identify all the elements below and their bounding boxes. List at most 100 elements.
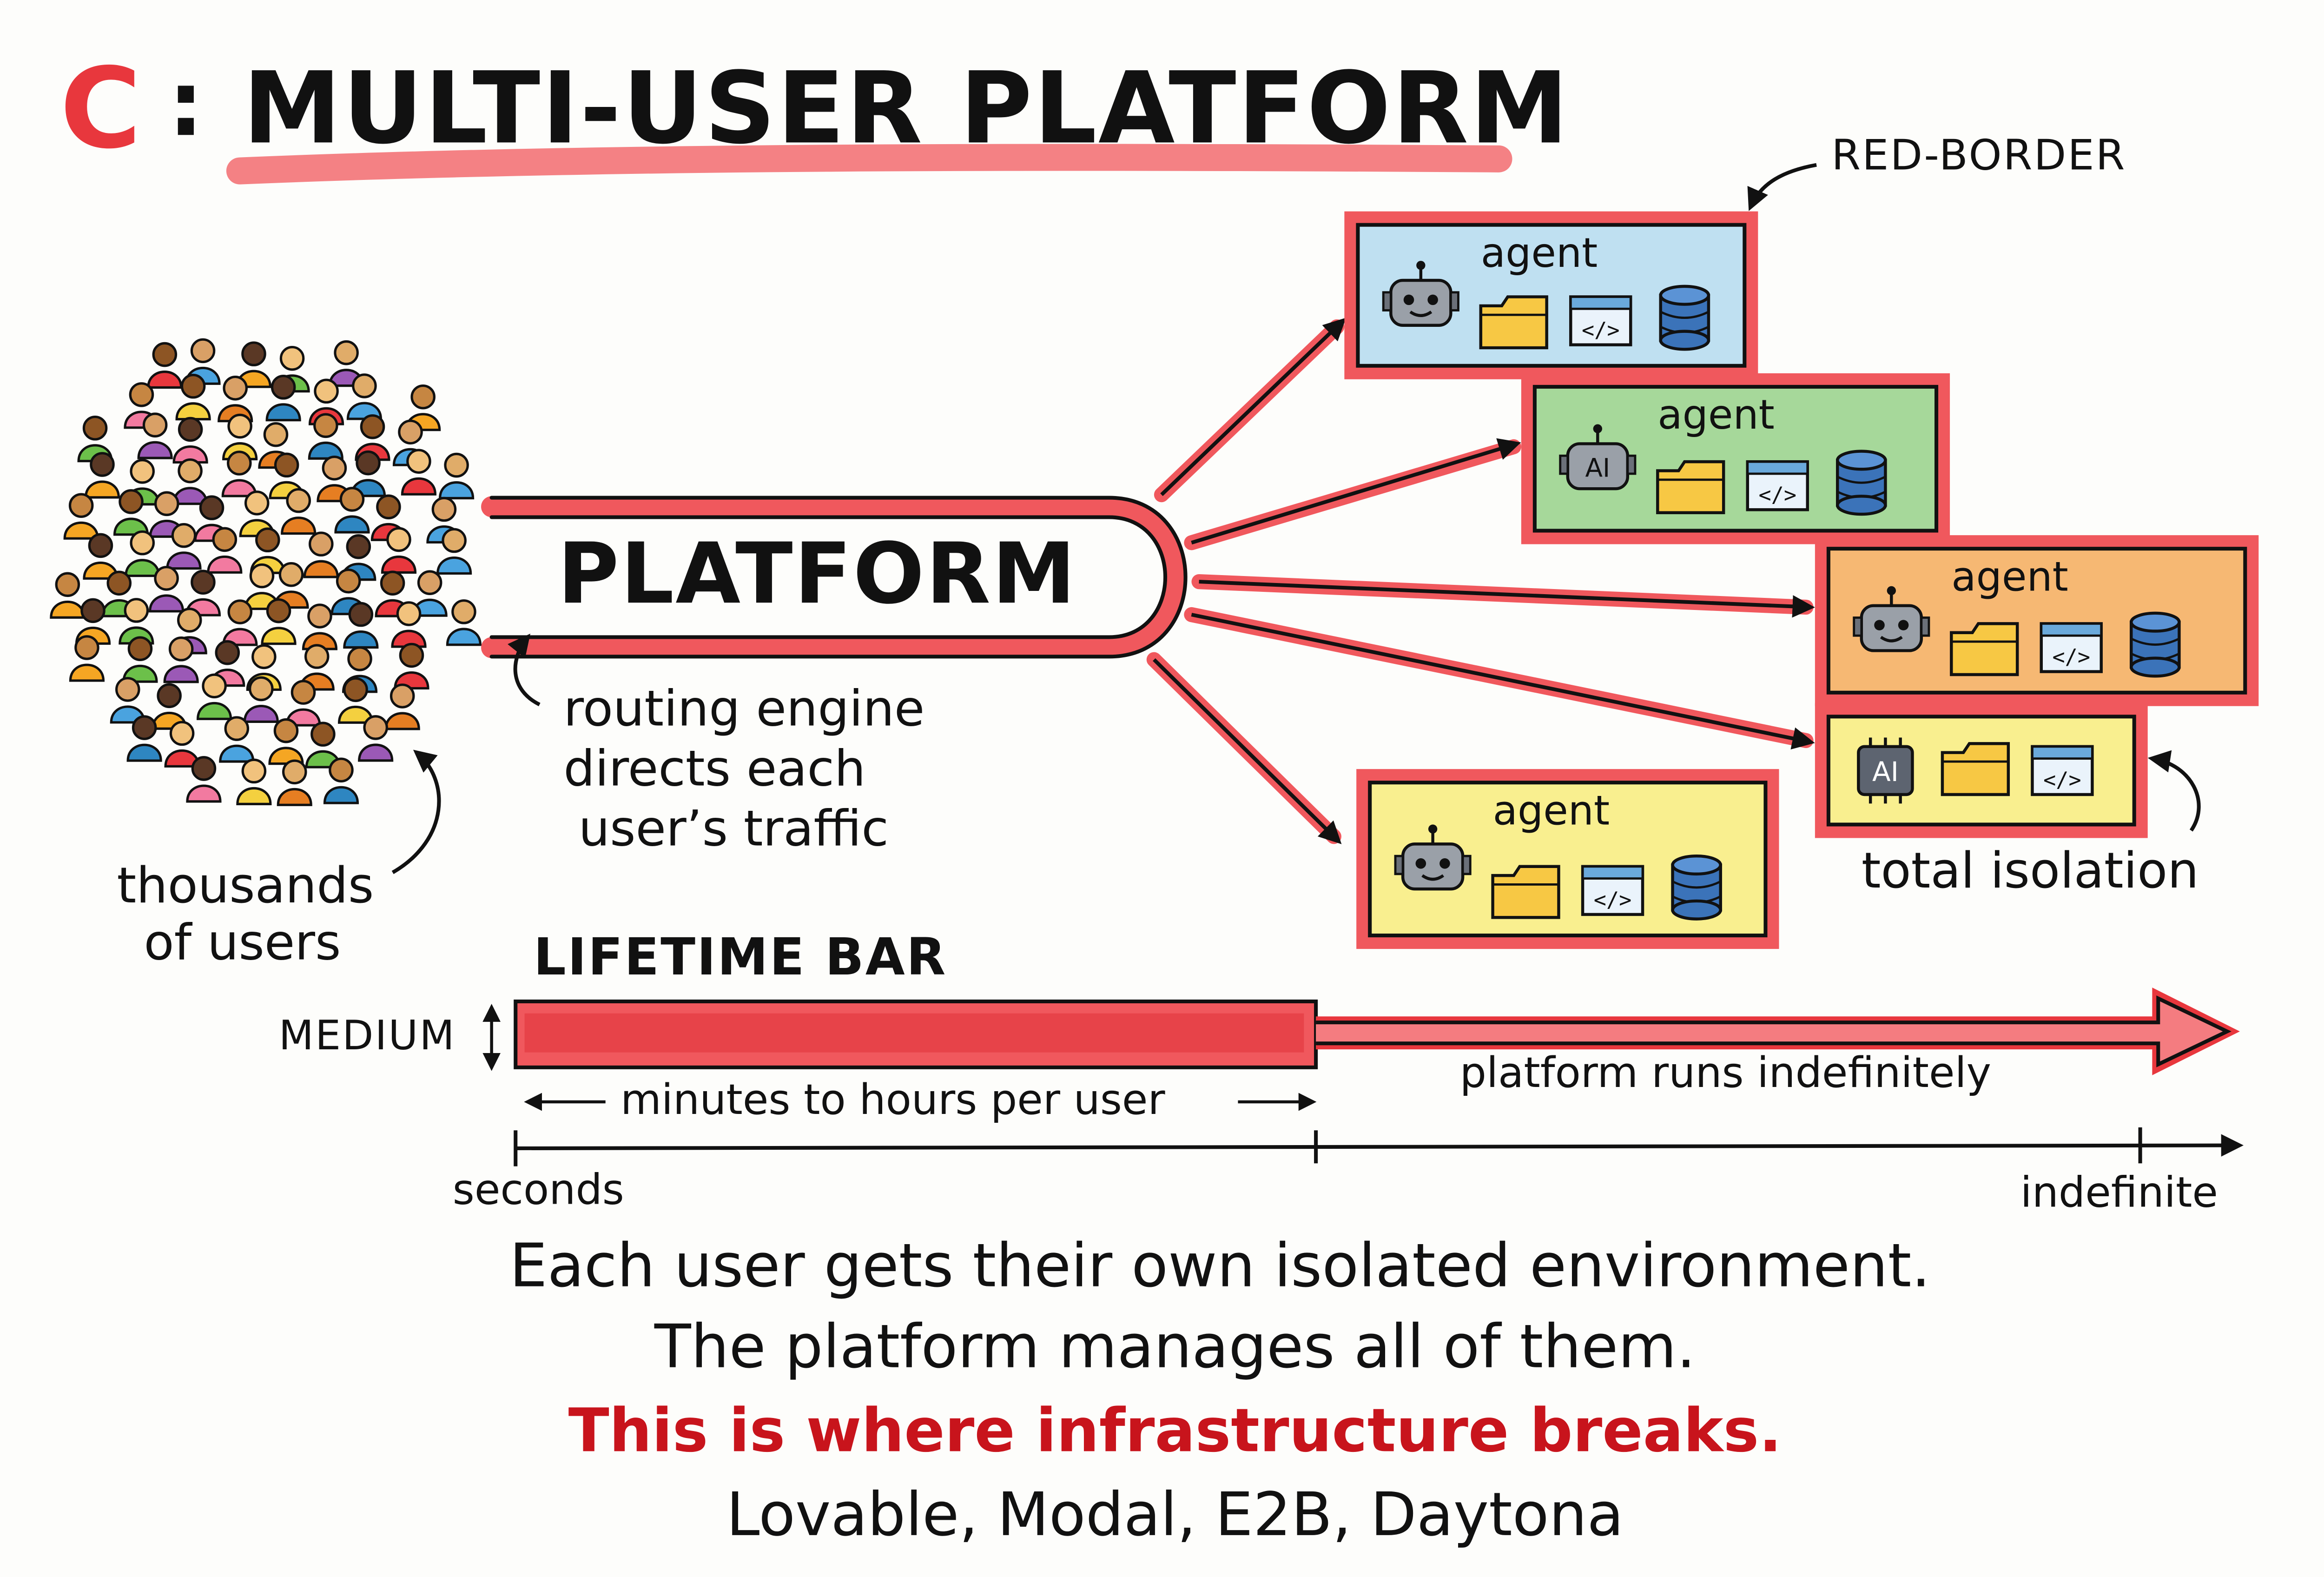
border-note-arrow [1747, 163, 1817, 211]
folder-icon [1941, 742, 2010, 796]
border-note: RED-BORDER [1831, 130, 2126, 180]
title-separator: : [168, 52, 204, 158]
database-icon [1659, 285, 1710, 351]
user-person-icon [126, 715, 162, 762]
routing-note-arrow [507, 633, 541, 707]
user-person-icon [323, 757, 359, 804]
user-person-icon [218, 375, 253, 423]
users-label-line2: of users [144, 913, 341, 972]
user-person-icon [277, 759, 312, 806]
user-person-icon [110, 677, 145, 724]
user-person-icon [77, 416, 113, 463]
user-person-icon [243, 676, 279, 723]
lifetime-bar [482, 987, 2244, 1166]
agent-box: AI </> [1815, 703, 2148, 838]
agent-box: </> [1344, 211, 1758, 379]
svg-text:AI: AI [1872, 756, 1899, 788]
routing-note-line1: routing engine [563, 679, 925, 738]
user-person-icon [308, 413, 343, 460]
user-span-label: minutes to hours per user [620, 1074, 1165, 1125]
database-icon [1836, 450, 1887, 516]
user-person-icon [436, 528, 472, 575]
svg-text:AI: AI [1585, 453, 1610, 483]
user-person-icon [113, 489, 149, 536]
agent-label: agent [1657, 392, 1775, 439]
user-person-icon [185, 570, 221, 616]
routing-note-line3: user’s traffic [578, 799, 889, 858]
user-person-icon [381, 527, 417, 574]
isolation-note-arrow [2147, 750, 2201, 832]
title-underline [226, 144, 1512, 185]
folder-icon [1656, 460, 1725, 515]
page-title: MULTI-USER PLATFORM [243, 51, 1570, 166]
axis-start-label: seconds [452, 1165, 624, 1214]
platform-span-label: platform runs indefinitely [1459, 1047, 1992, 1098]
code-window-icon: </> [2031, 745, 2094, 796]
user-person-icon [147, 342, 183, 389]
user-person-icon [137, 412, 173, 459]
robot-icon [1394, 824, 1472, 891]
user-crowd [50, 338, 482, 806]
code-window-icon: </> [1581, 865, 1644, 916]
users-note-arrow [391, 749, 441, 875]
user-person-icon [84, 452, 120, 499]
summary-line3: This is where infrastructure breaks. [568, 1397, 1782, 1466]
users-label-line1: thousands [117, 856, 374, 914]
user-person-icon [163, 636, 199, 683]
svg-text:</>: </> [1758, 483, 1796, 507]
agent-boxes: </> AI </> </> </> AI </> [1344, 211, 2259, 949]
user-person-icon [391, 601, 427, 648]
folder-icon [1491, 865, 1560, 919]
robot-icon [1382, 261, 1459, 327]
user-person-icon [83, 533, 119, 580]
user-person-icon [125, 530, 160, 577]
user-person-icon [358, 715, 394, 762]
user-person-icon [149, 566, 185, 613]
user-person-icon [384, 683, 420, 730]
user-person-icon [338, 677, 374, 724]
user-person-icon [285, 680, 321, 727]
user-person-icon [197, 673, 232, 720]
user-person-icon [346, 373, 382, 420]
lifetime-height-label: MEDIUM [278, 1013, 456, 1060]
database-icon [1671, 854, 1722, 921]
summary-line4: Lovable, Modal, E2B, Daytona [726, 1481, 1624, 1550]
user-person-icon [172, 417, 208, 464]
title-letter: C [59, 45, 142, 174]
user-person-icon [175, 373, 211, 421]
platform-tube [481, 496, 1188, 659]
routing-arrows [1146, 318, 1815, 844]
agent-box: AI </> [1521, 373, 1950, 544]
robot-icon [1853, 586, 1930, 652]
user-person-icon [119, 598, 154, 645]
user-person-icon [265, 375, 301, 422]
agent-box: </> [1356, 769, 1779, 949]
agent-label: agent [1951, 555, 2068, 602]
svg-text:</>: </> [2053, 644, 2091, 669]
user-person-icon [50, 572, 86, 619]
lifetime-title: LIFETIME BAR [533, 928, 947, 988]
svg-text:</>: </> [1582, 318, 1620, 343]
agent-label: agent [1492, 788, 1610, 835]
ai-chip-icon: AI [1857, 737, 1914, 804]
database-icon [2130, 611, 2181, 678]
axis-end-label: indefinite [2020, 1167, 2218, 1218]
user-person-icon [222, 599, 258, 646]
user-person-icon [281, 488, 317, 535]
user-person-icon [172, 458, 208, 505]
user-person-icon [207, 527, 243, 574]
code-window-icon: </> [1746, 460, 1809, 511]
user-person-icon [63, 493, 99, 540]
ai-robot-icon: AI [1559, 424, 1637, 490]
platform-label: PLATFORM [557, 526, 1077, 624]
user-person-icon [122, 636, 158, 683]
user-person-icon [69, 635, 105, 682]
svg-text:</>: </> [2043, 768, 2081, 792]
user-person-icon [394, 643, 429, 689]
svg-text:</>: </> [1594, 888, 1632, 912]
user-person-icon [221, 451, 257, 497]
user-person-icon [236, 758, 272, 805]
user-person-icon [303, 531, 339, 578]
isolation-note: total isolation [1861, 841, 2199, 900]
